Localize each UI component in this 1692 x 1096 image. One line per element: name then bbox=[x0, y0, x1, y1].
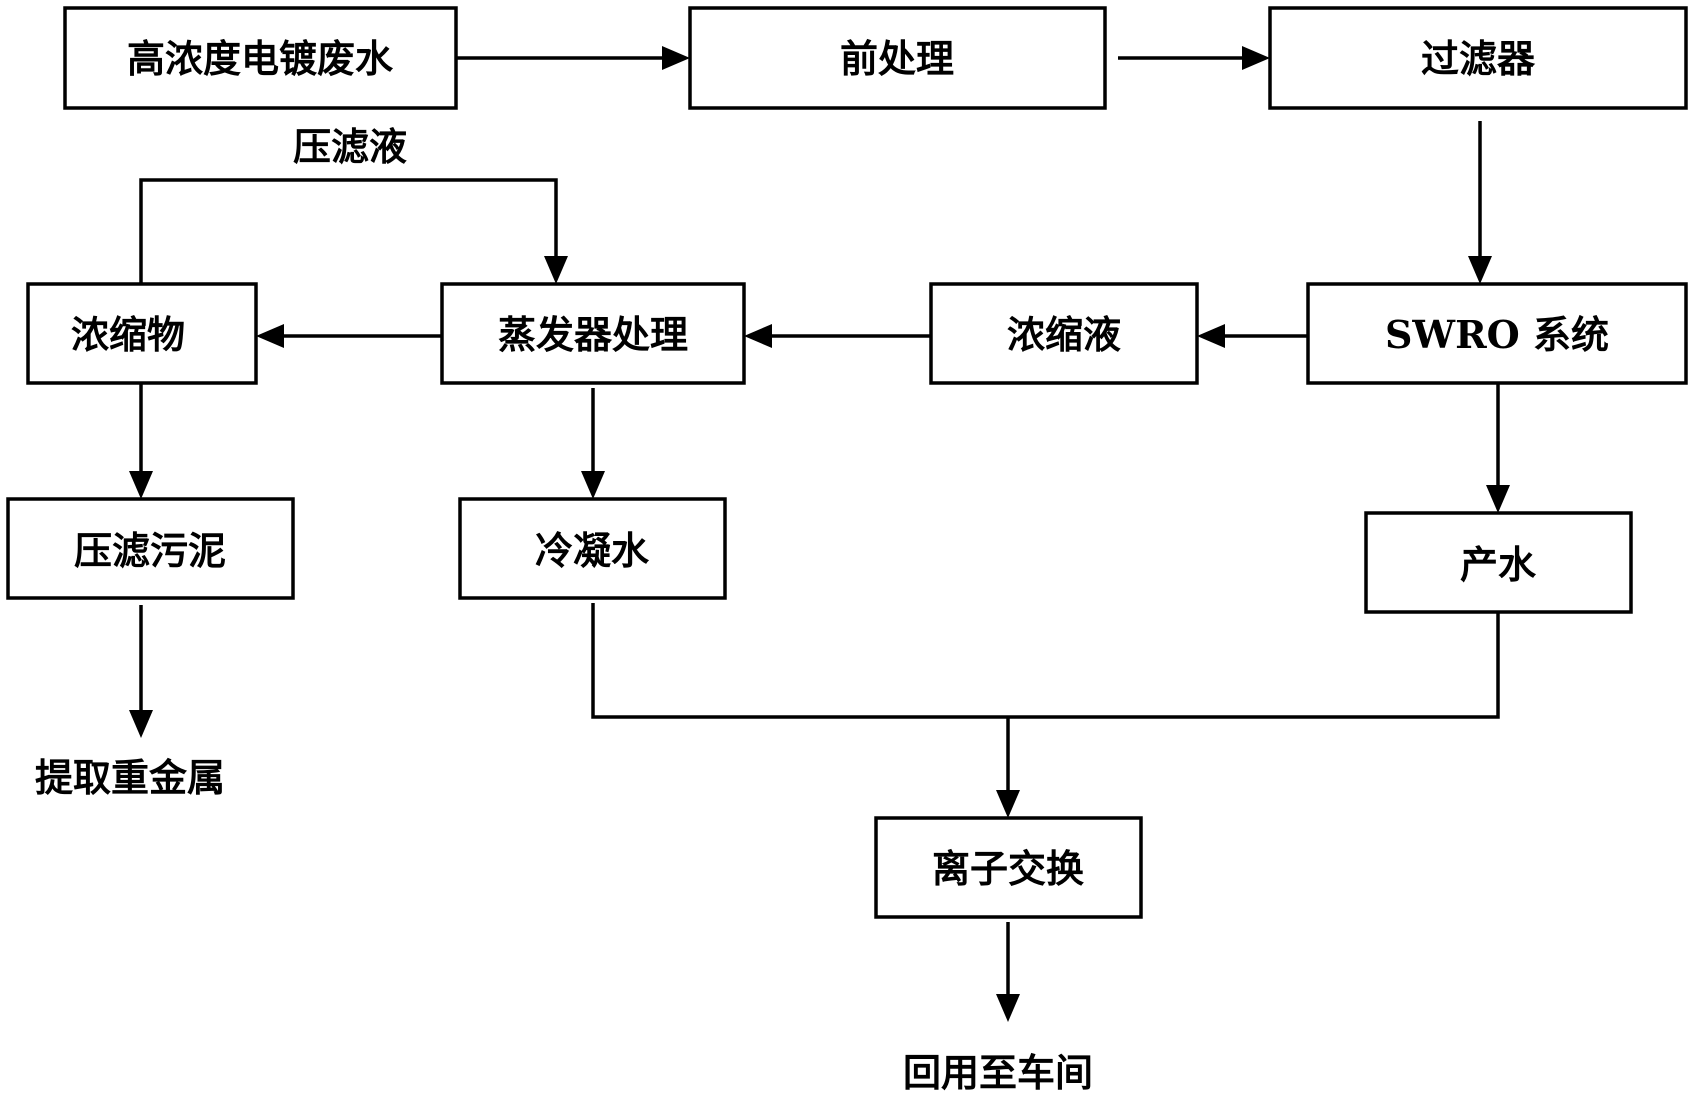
arrow-swro-to-product-water bbox=[1486, 383, 1510, 513]
arrow-filtrate-loop bbox=[139, 178, 568, 284]
filtrate-label: 压滤液 bbox=[293, 124, 407, 169]
node-raw-wastewater: 高浓度电镀废水 bbox=[63, 6, 458, 110]
arrow-swro-to-concentrate-liquid bbox=[1197, 324, 1308, 348]
node-product-water: 产水 bbox=[1364, 511, 1633, 614]
arrow-sludge-to-extract bbox=[129, 605, 153, 738]
node-swro: SWRO 系统 bbox=[1306, 282, 1688, 385]
extract-metals-label: 提取重金属 bbox=[35, 755, 225, 800]
arrow-concentrate-solid-to-sludge bbox=[129, 383, 153, 499]
arrow-pretreatment-to-filter bbox=[1118, 46, 1270, 70]
node-ion-exchange: 离子交换 bbox=[874, 816, 1143, 919]
node-evaporator: 蒸发器处理 bbox=[440, 282, 746, 385]
node-ion-exchange-label: 离子交换 bbox=[932, 846, 1084, 891]
node-product-water-label: 产水 bbox=[1460, 542, 1537, 587]
node-swro-label: SWRO 系统 bbox=[1385, 312, 1609, 357]
node-condensate: 冷凝水 bbox=[458, 497, 727, 600]
node-press-sludge: 压滤污泥 bbox=[6, 497, 295, 600]
arrow-filter-to-swro bbox=[1468, 121, 1492, 284]
arrow-merge-to-ion-exchange bbox=[591, 603, 1500, 818]
node-filter-label: 过滤器 bbox=[1421, 36, 1536, 81]
node-condensate-label: 冷凝水 bbox=[535, 528, 650, 573]
node-evaporator-label: 蒸发器处理 bbox=[498, 312, 688, 357]
node-concentrate-solid: 浓缩物 bbox=[26, 282, 258, 385]
node-pretreatment: 前处理 bbox=[688, 6, 1107, 110]
arrow-evaporator-to-condensate bbox=[581, 388, 605, 499]
node-filter: 过滤器 bbox=[1268, 6, 1688, 110]
node-press-sludge-label: 压滤污泥 bbox=[74, 528, 226, 573]
arrow-ion-exchange-to-reuse bbox=[996, 922, 1020, 1022]
reuse-label: 回用至车间 bbox=[903, 1050, 1093, 1095]
node-concentrate-liquid: 浓缩液 bbox=[929, 282, 1199, 385]
node-concentrate-liquid-label: 浓缩液 bbox=[1007, 312, 1121, 357]
arrow-raw-to-pretreatment bbox=[456, 46, 690, 70]
arrow-evaporator-to-concentrate-solid bbox=[256, 324, 442, 348]
arrow-concentrate-liquid-to-evaporator bbox=[744, 324, 931, 348]
node-raw-wastewater-label: 高浓度电镀废水 bbox=[127, 36, 394, 81]
node-concentrate-solid-label: 浓缩物 bbox=[71, 312, 185, 357]
node-pretreatment-label: 前处理 bbox=[840, 36, 954, 81]
